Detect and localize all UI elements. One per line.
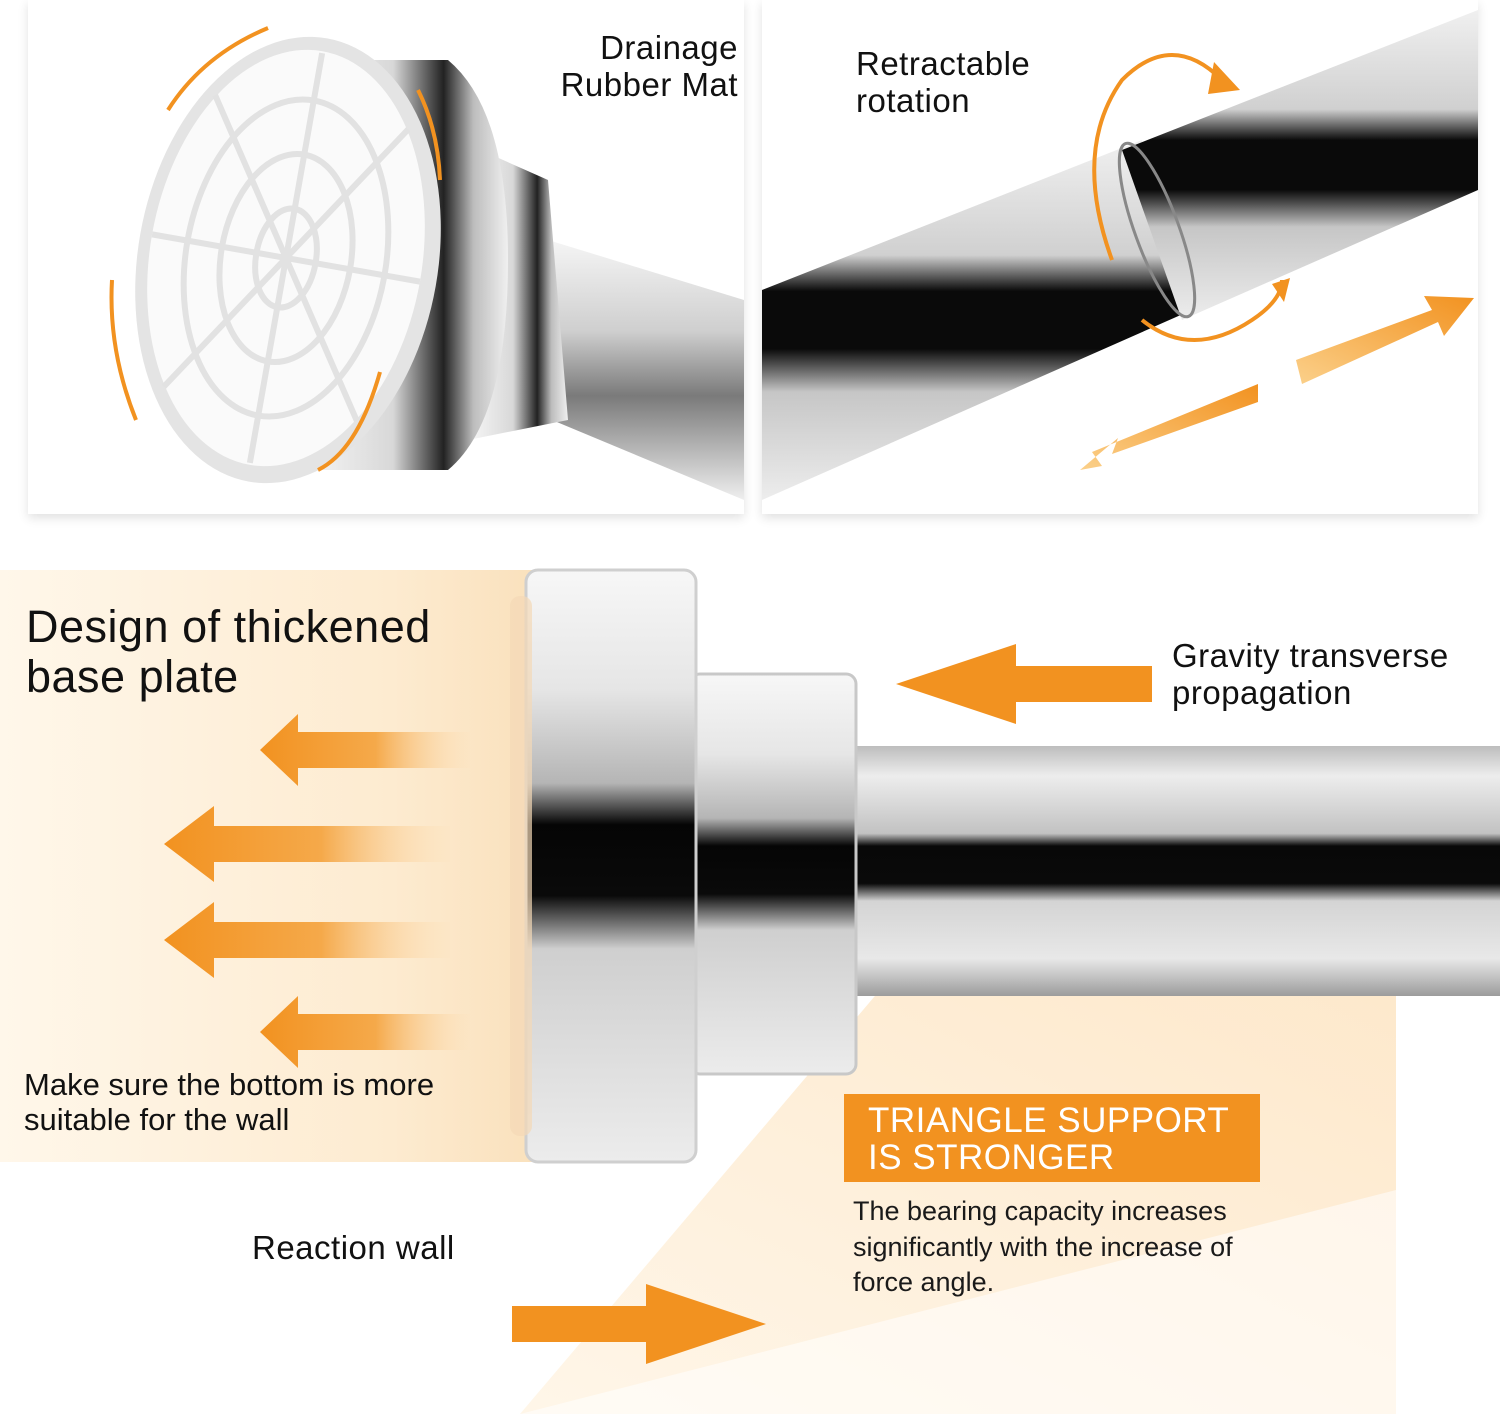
gravity-arrow (896, 644, 1152, 724)
reaction-wall-label: Reaction wall (252, 1229, 455, 1266)
drainage-mat-label: Drainage Rubber Mat (560, 29, 738, 103)
triangle-support-badge: TRIANGLE SUPPORT IS STRONGER (844, 1094, 1260, 1182)
retractable-rotation-label: Retractable rotation (856, 45, 1031, 119)
warm-backdrop (0, 570, 560, 1162)
drainage-mat-panel: Drainage Rubber Mat (28, 0, 744, 514)
base-plate-illustration (510, 568, 1500, 1164)
reaction-wall-arrow (512, 1284, 766, 1364)
retractable-rotation-panel: Retractable rotation (762, 0, 1478, 514)
bearing-description: The bearing capacity increases significa… (853, 1196, 1233, 1298)
gravity-label: Gravity transverse propagation (1172, 637, 1449, 711)
triangle-support-text: TRIANGLE SUPPORT IS STRONGER (868, 1101, 1229, 1178)
retractable-rod-illustration (762, 10, 1478, 500)
bottom-note: Make sure the bottom is more suitable fo… (24, 1067, 435, 1137)
drainage-mat-illustration (109, 26, 744, 500)
thickened-plate-title: Design of thickened base plate (26, 601, 431, 703)
reaction-arrows-left (164, 714, 470, 1068)
